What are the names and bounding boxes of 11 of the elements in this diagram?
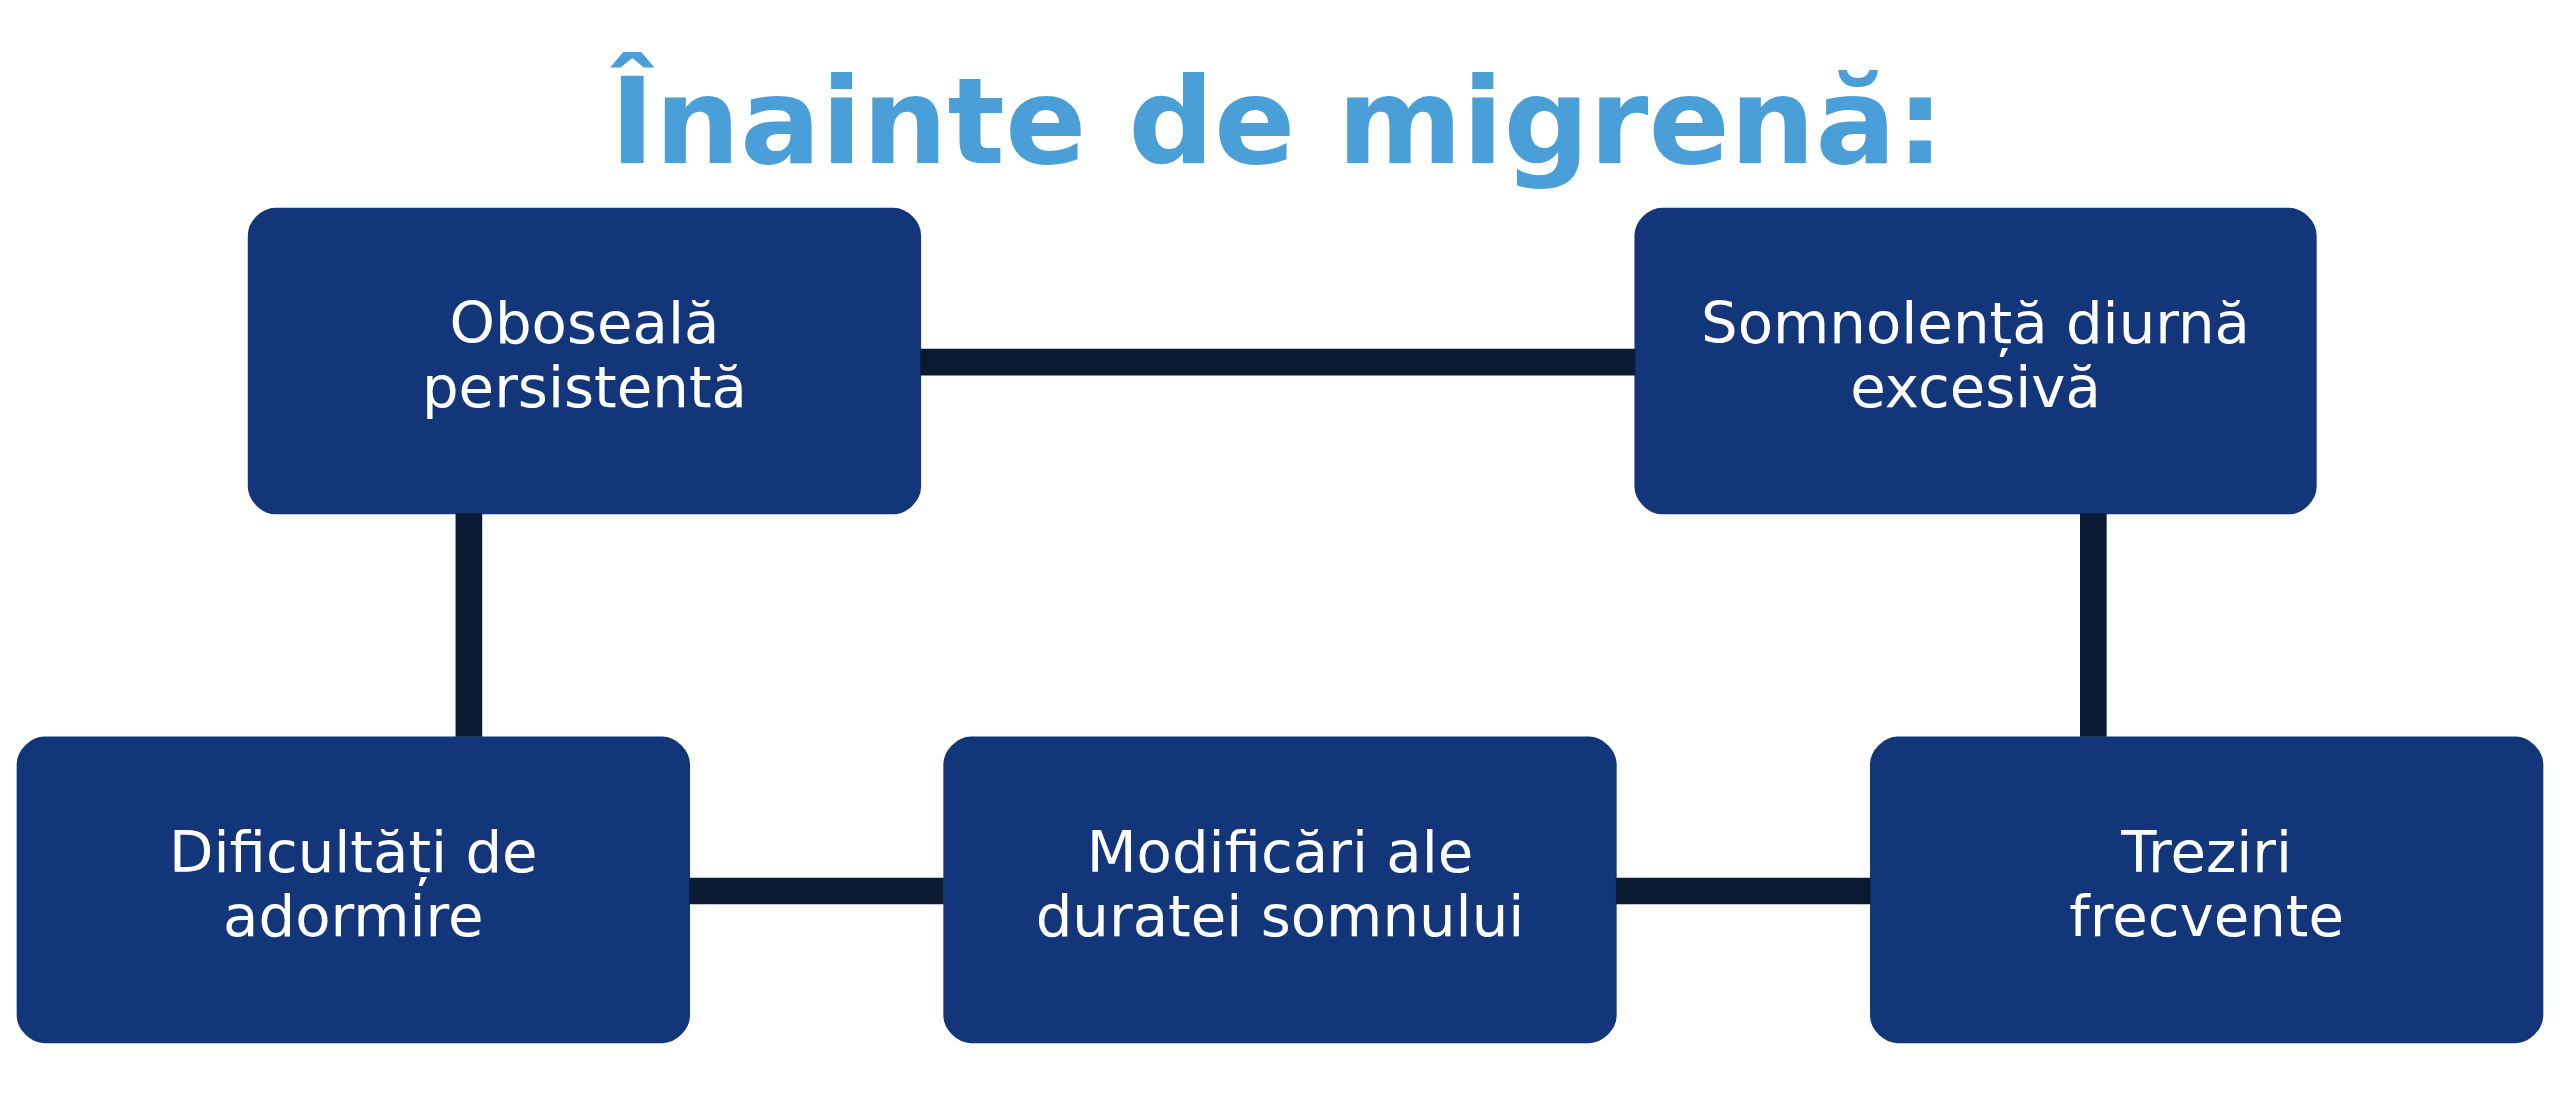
node-box: Modificări ale duratei somnului [943,736,1617,1044]
connector [2080,513,2107,737]
node-box: Dificultăți de adormire [16,736,690,1044]
diagram-title: Înainte de migrenă: [610,51,1945,191]
node-box: Treziri frecvente [1870,736,2544,1044]
node-box: Somnolență diurnă excesivă [1634,207,2317,515]
connector [689,877,944,905]
node-box: Oboseală persistentă [247,207,922,515]
connector [1615,877,1871,905]
connector [455,513,483,737]
connector [920,348,1636,376]
